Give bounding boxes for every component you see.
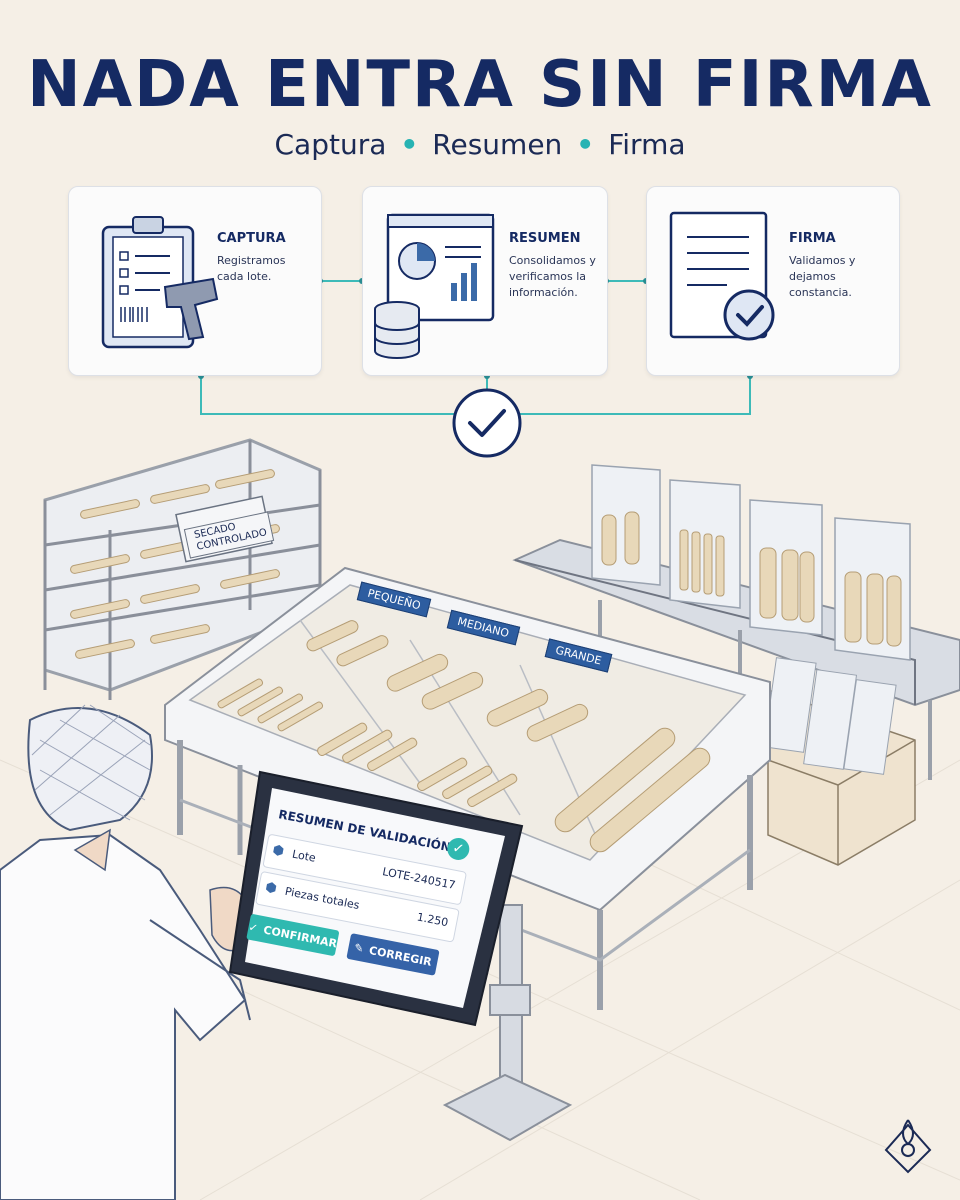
correct-label: CORREGIR xyxy=(368,943,433,969)
worker-illustration xyxy=(0,704,251,1200)
pencil-icon: ✎ xyxy=(353,940,365,956)
row-value: LOTE-240517 xyxy=(381,865,457,892)
subtitle: Captura • Resumen • Firma xyxy=(0,128,960,161)
confirm-button[interactable]: ✓ CONFIRMAR xyxy=(246,913,340,957)
correct-button[interactable]: ✎ CORREGIR xyxy=(346,933,440,976)
subtitle-step-captura: Captura xyxy=(274,128,387,161)
step-card-firma: FIRMA Validamos y dejamos constancia. xyxy=(646,186,900,376)
row-value: 1.250 xyxy=(415,910,450,930)
step-card-captura: CAPTURA Registramos cada lote. xyxy=(68,186,322,376)
confirm-label: CONFIRMAR xyxy=(262,922,339,950)
step-title: CAPTURA xyxy=(217,231,286,246)
subtitle-separator: • xyxy=(400,128,419,161)
step-title: FIRMA xyxy=(789,231,836,246)
row-label: Piezas totales xyxy=(283,884,361,912)
step-title: RESUMEN xyxy=(509,231,581,246)
tablet-stand xyxy=(442,904,573,1142)
page-title: NADA ENTRA SIN FIRMA xyxy=(27,48,933,122)
step-description: Registramos cada lote. xyxy=(217,254,286,283)
step-description: Validamos y dejamos constancia. xyxy=(789,254,856,299)
step-card-resumen: RESUMEN Consolidamos y verificamos la in… xyxy=(362,186,608,376)
central-check-icon xyxy=(452,388,522,458)
shipping-box xyxy=(763,657,916,866)
step-description: Consolidamos y verificamos la informació… xyxy=(509,254,596,299)
document-check-icon xyxy=(669,211,775,341)
box-icon: ⬢ xyxy=(263,880,279,897)
dashboard-database-icon xyxy=(374,213,495,359)
brand-logo-icon xyxy=(884,1119,932,1174)
check-icon: ✓ xyxy=(247,920,260,935)
subtitle-separator: • xyxy=(576,128,595,161)
flow-connectors xyxy=(200,280,751,415)
clipboard-scanner-icon xyxy=(101,216,219,349)
row-label: Lote xyxy=(291,847,317,865)
subtitle-step-resumen: Resumen xyxy=(432,128,563,161)
box-icon: ⬢ xyxy=(271,842,286,860)
subtitle-step-firma: Firma xyxy=(608,128,686,161)
